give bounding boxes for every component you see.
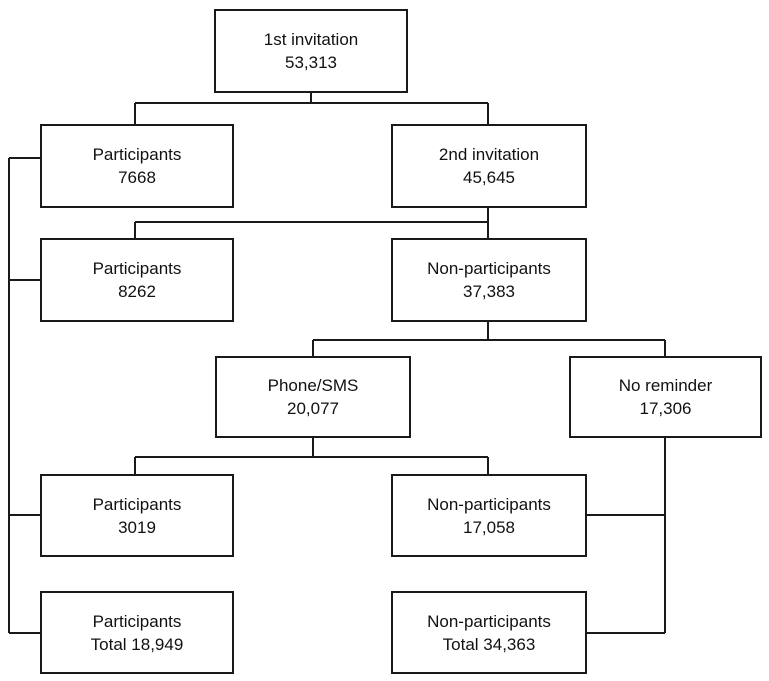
no-reminder-label: No reminder — [618, 376, 713, 395]
participants-third-count: 3019 — [118, 517, 156, 537]
participants-first-count: 7668 — [118, 168, 156, 187]
no-reminder-count: 17,306 — [639, 399, 692, 418]
phone-sms-box: Phone/SMS 20,077 — [215, 356, 411, 438]
participants-total-label: Participants — [92, 611, 182, 631]
non-participants-second-label: Non-participants — [427, 259, 551, 278]
participants-first-label: Participants — [92, 145, 182, 164]
participants-total-box: Participants Total 18,949 — [40, 591, 234, 674]
participants-second-box: Participants 8262 — [40, 238, 234, 322]
first-invitation-box: 1st invitation 53,313 — [214, 9, 408, 93]
phone-sms-count: 20,077 — [287, 399, 339, 418]
non-participants-third-label: Non-participants — [427, 494, 551, 514]
participants-first-box: Participants 7668 — [40, 124, 234, 208]
non-participants-total-box: Non-participants Total 34,363 — [391, 591, 587, 674]
second-invitation-box: 2nd invitation 45,645 — [391, 124, 587, 208]
phone-sms-label: Phone/SMS — [267, 376, 359, 395]
non-participants-third-box: Non-participants 17,058 — [391, 474, 587, 557]
second-invitation-count: 45,645 — [463, 168, 515, 187]
non-participants-second-count: 37,383 — [463, 282, 515, 301]
participants-third-label: Participants — [92, 494, 182, 514]
participants-second-label: Participants — [92, 259, 182, 278]
participants-second-count: 8262 — [118, 282, 156, 301]
no-reminder-box: No reminder 17,306 — [569, 356, 762, 438]
participants-third-box: Participants 3019 — [40, 474, 234, 557]
non-participants-total-count: Total 34,363 — [442, 634, 536, 654]
first-invitation-count: 53,313 — [285, 53, 337, 72]
participants-total-count: Total 18,949 — [90, 634, 184, 654]
non-participants-third-count: 17,058 — [463, 517, 515, 537]
first-invitation-label: 1st invitation — [263, 30, 359, 49]
non-participants-second-box: Non-participants 37,383 — [391, 238, 587, 322]
second-invitation-label: 2nd invitation — [438, 145, 540, 164]
non-participants-total-label: Non-participants — [427, 611, 551, 631]
